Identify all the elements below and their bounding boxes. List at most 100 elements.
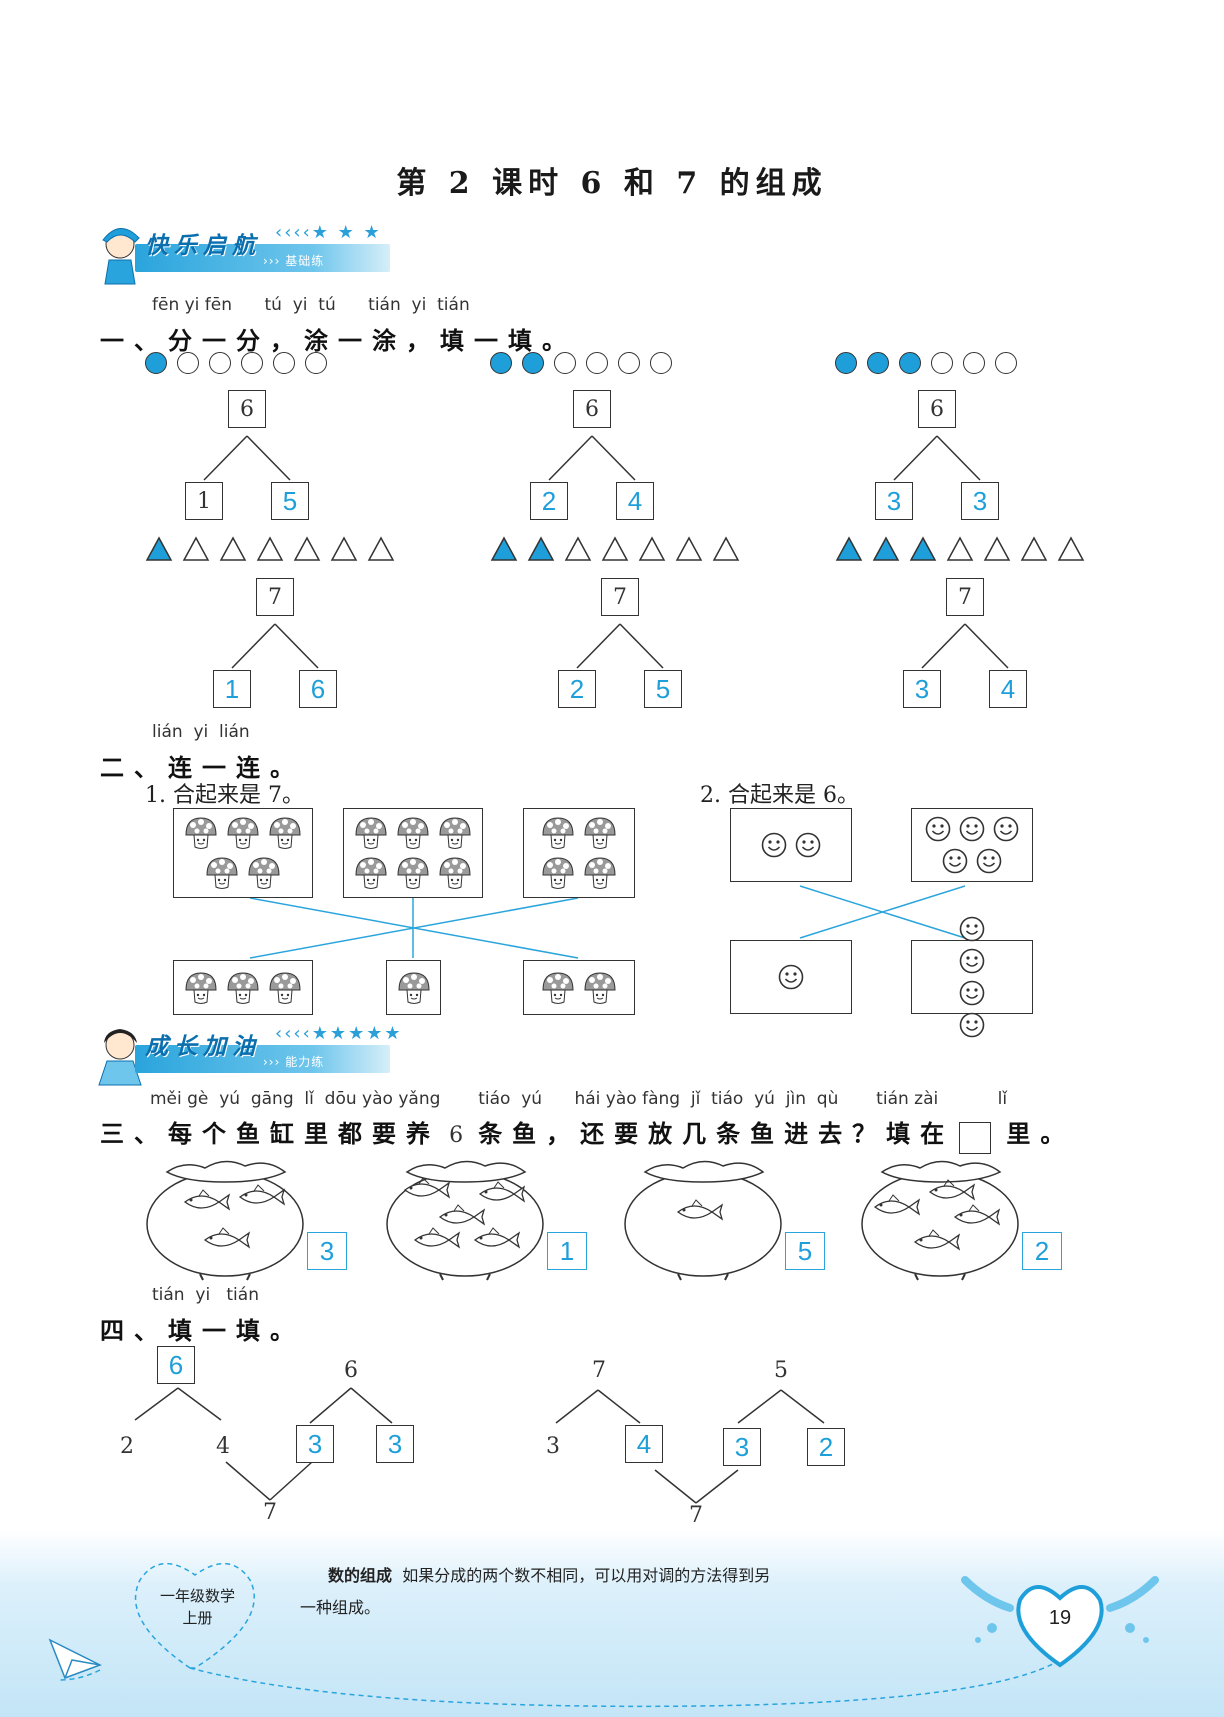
triangle-empty[interactable] bbox=[182, 536, 210, 561]
triangle-empty[interactable] bbox=[675, 536, 703, 561]
mushroom-icon bbox=[185, 817, 217, 849]
triangle-empty[interactable] bbox=[293, 536, 321, 561]
q4-answer-box[interactable]: 3 bbox=[376, 1425, 414, 1463]
answer-box-left[interactable]: 2 bbox=[558, 670, 596, 708]
mushroom-card[interactable] bbox=[173, 808, 313, 898]
circle-empty[interactable] bbox=[995, 352, 1017, 374]
circle-filled[interactable] bbox=[899, 352, 921, 374]
triangle-empty[interactable] bbox=[983, 536, 1011, 561]
connect-line bbox=[799, 885, 966, 939]
banner-subtitle: ››› 基础练 bbox=[263, 254, 325, 268]
total-box: 6 bbox=[228, 390, 266, 428]
heart-icon bbox=[961, 1576, 1159, 1668]
answer-box-right[interactable]: 5 bbox=[644, 670, 682, 708]
smiley-icon bbox=[976, 848, 1002, 874]
circle-empty[interactable] bbox=[554, 352, 576, 374]
q4-number: 2 bbox=[120, 1434, 134, 1459]
triangle-empty[interactable] bbox=[367, 536, 395, 561]
mushroom-card[interactable] bbox=[386, 960, 441, 1015]
smiley-card[interactable] bbox=[911, 808, 1033, 882]
triangle-filled[interactable] bbox=[145, 536, 173, 561]
total-box: 6 bbox=[573, 390, 611, 428]
fish-answer-box[interactable]: 1 bbox=[547, 1232, 587, 1270]
circle-filled[interactable] bbox=[835, 352, 857, 374]
book-label: 一年级数学 上册 bbox=[150, 1585, 245, 1629]
circle-row bbox=[145, 352, 337, 378]
circle-empty[interactable] bbox=[209, 352, 231, 374]
circle-empty[interactable] bbox=[650, 352, 672, 374]
fish-icon bbox=[238, 1184, 286, 1206]
circle-empty[interactable] bbox=[241, 352, 263, 374]
answer-box-right[interactable]: 5 bbox=[271, 482, 309, 520]
q1-pinyin: fēn yi fēn tú yi tú tián yi tián bbox=[152, 295, 470, 315]
triangle-filled[interactable] bbox=[872, 536, 900, 561]
circle-filled[interactable] bbox=[522, 352, 544, 374]
triangle-empty[interactable] bbox=[330, 536, 358, 561]
smiley-icon bbox=[778, 964, 804, 990]
triangle-filled[interactable] bbox=[490, 536, 518, 561]
triangle-empty[interactable] bbox=[712, 536, 740, 561]
smiley-card[interactable] bbox=[911, 916, 1033, 1038]
fish-answer-box[interactable]: 5 bbox=[785, 1232, 825, 1270]
banner-stars: ‹‹‹‹★ ★ ★ bbox=[275, 222, 382, 243]
q4-number: 4 bbox=[216, 1434, 230, 1459]
mushroom-card[interactable] bbox=[173, 960, 313, 1015]
fish-icon bbox=[676, 1199, 724, 1221]
triangle-filled[interactable] bbox=[527, 536, 555, 561]
circle-empty[interactable] bbox=[963, 352, 985, 374]
smiley-card[interactable] bbox=[730, 808, 852, 882]
q4-answer-box[interactable]: 2 bbox=[807, 1428, 845, 1466]
answer-box-left[interactable]: 3 bbox=[875, 482, 913, 520]
answer-box-left[interactable]: 2 bbox=[530, 482, 568, 520]
fishbowl-icon bbox=[386, 1160, 544, 1281]
hint-text: 如果分成的两个数不相同，可以用对调的方法得到另 bbox=[402, 1566, 771, 1585]
triangle-empty[interactable] bbox=[219, 536, 247, 561]
circle-filled[interactable] bbox=[145, 352, 167, 374]
fish-answer-box[interactable]: 2 bbox=[1022, 1232, 1062, 1270]
answer-box-right[interactable]: 4 bbox=[616, 482, 654, 520]
q2-sub2: 2. 合起来是 6。 bbox=[700, 783, 859, 808]
book-label-line1: 一年级数学 bbox=[159, 1587, 235, 1605]
mushroom-card[interactable] bbox=[343, 808, 483, 898]
q3-heading: 三、每个鱼缸里都要养 6 条鱼，还要放几条鱼进去？填在 里。 bbox=[100, 1114, 1074, 1154]
q4-heading: 四、填一填。 bbox=[100, 1317, 304, 1345]
triangle-filled[interactable] bbox=[835, 536, 863, 561]
q4-answer-box[interactable]: 4 bbox=[625, 1425, 663, 1463]
triangle-empty[interactable] bbox=[601, 536, 629, 561]
circle-empty[interactable] bbox=[931, 352, 953, 374]
triangle-empty[interactable] bbox=[256, 536, 284, 561]
circle-filled[interactable] bbox=[490, 352, 512, 374]
q4-answer-box[interactable]: 6 bbox=[157, 1346, 195, 1384]
answer-box-right[interactable]: 4 bbox=[989, 670, 1027, 708]
circle-empty[interactable] bbox=[177, 352, 199, 374]
fish-icon bbox=[953, 1204, 1001, 1226]
circle-empty[interactable] bbox=[273, 352, 295, 374]
mushroom-card[interactable] bbox=[523, 960, 635, 1015]
circle-empty[interactable] bbox=[305, 352, 327, 374]
circle-empty[interactable] bbox=[618, 352, 640, 374]
q2-sub1: 1. 合起来是 7。 bbox=[145, 783, 304, 808]
circle-empty[interactable] bbox=[586, 352, 608, 374]
mushroom-icon bbox=[542, 971, 574, 1004]
answer-box-left[interactable]: 3 bbox=[903, 670, 941, 708]
fishbowl-icon bbox=[861, 1160, 1019, 1281]
q4-answer-box[interactable]: 3 bbox=[296, 1425, 334, 1463]
circle-filled[interactable] bbox=[867, 352, 889, 374]
mushroom-card[interactable] bbox=[523, 808, 635, 898]
triangle-empty[interactable] bbox=[1020, 536, 1048, 561]
triangle-empty[interactable] bbox=[638, 536, 666, 561]
answer-box-left[interactable]: 1 bbox=[213, 670, 251, 708]
answer-box-right[interactable]: 3 bbox=[961, 482, 999, 520]
triangle-empty[interactable] bbox=[564, 536, 592, 561]
answer-box-right[interactable]: 6 bbox=[299, 670, 337, 708]
triangle-filled[interactable] bbox=[909, 536, 937, 561]
smiley-card[interactable] bbox=[730, 940, 852, 1014]
triangle-empty[interactable] bbox=[1057, 536, 1085, 561]
triangle-empty[interactable] bbox=[946, 536, 974, 561]
fish-answer-box[interactable]: 3 bbox=[307, 1232, 347, 1270]
q4-answer-box[interactable]: 3 bbox=[723, 1428, 761, 1466]
mushroom-icon bbox=[584, 857, 616, 889]
q4-number: 7 bbox=[689, 1503, 703, 1528]
total-box: 7 bbox=[256, 578, 294, 616]
